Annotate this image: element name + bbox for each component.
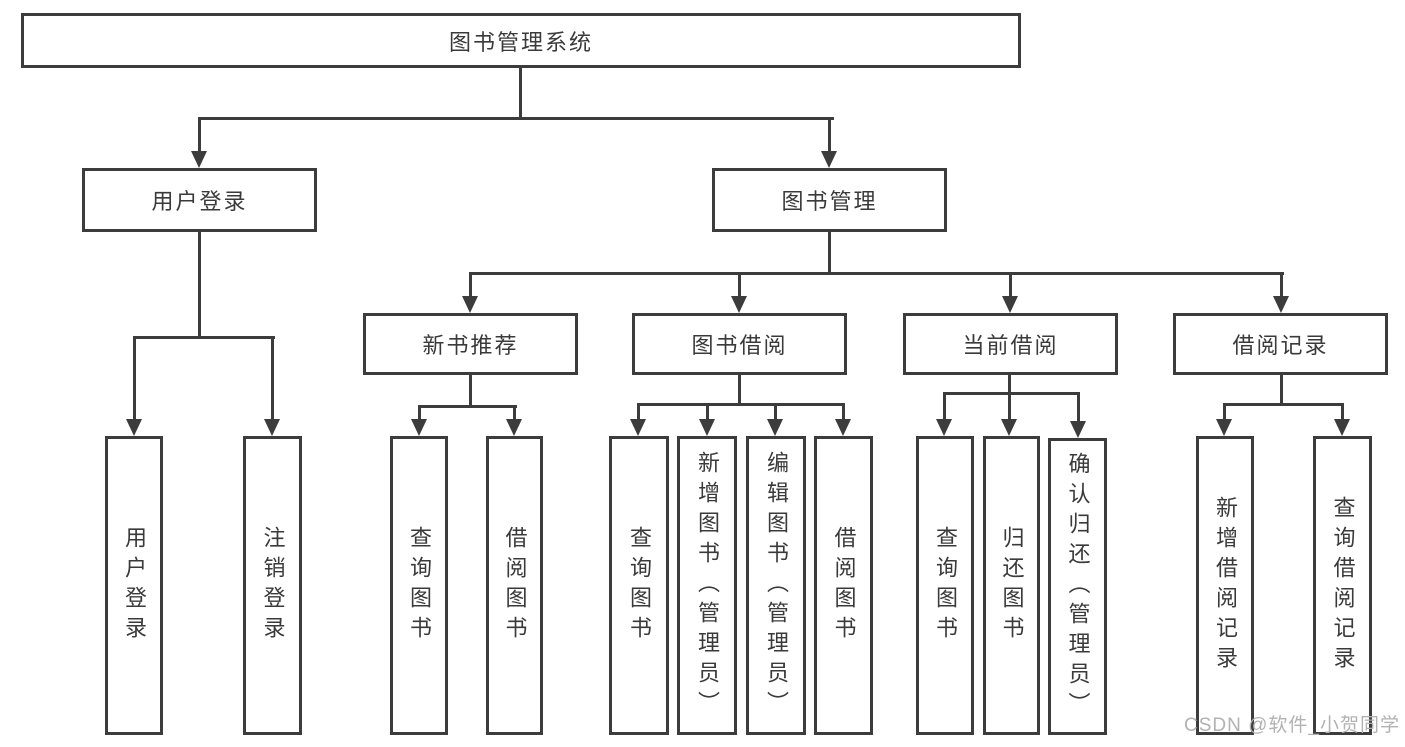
leaf-add-books-admin-label: 新增图书（管理员） bbox=[695, 450, 720, 721]
arrow-down-icon bbox=[767, 419, 783, 436]
leaf-logout: 注销登录 bbox=[243, 436, 302, 735]
connector-line bbox=[133, 336, 136, 422]
arrow-down-icon bbox=[1216, 419, 1232, 436]
node-current-borrow: 当前借阅 bbox=[903, 313, 1118, 375]
node-new-book-recommend-label: 新书推荐 bbox=[422, 333, 519, 358]
node-book-borrow: 图书借阅 bbox=[632, 313, 847, 375]
leaf-borrow-query-books-label: 查询图书 bbox=[627, 525, 652, 646]
node-current-borrow-label: 当前借阅 bbox=[962, 333, 1059, 358]
connector-line bbox=[828, 117, 831, 155]
connector-line bbox=[706, 403, 709, 423]
connector-line bbox=[418, 405, 421, 423]
leaf-edit-books-admin: 编辑图书（管理员） bbox=[746, 436, 806, 735]
connector-line bbox=[1280, 372, 1283, 406]
arrow-down-icon bbox=[630, 419, 646, 436]
leaf-borrow-books: 借阅图书 bbox=[814, 436, 873, 735]
node-book-management-label: 图书管理 bbox=[781, 189, 878, 214]
arrow-down-icon bbox=[1273, 296, 1289, 313]
leaf-return-books: 归还图书 bbox=[983, 436, 1040, 735]
leaf-recommend-query-books-label: 查询图书 bbox=[407, 525, 432, 646]
connector-line bbox=[1077, 392, 1080, 423]
connector-line bbox=[513, 405, 516, 423]
connector-line bbox=[1008, 372, 1011, 396]
arrow-down-icon bbox=[411, 419, 427, 436]
arrow-down-icon bbox=[1070, 421, 1086, 438]
connector-line bbox=[519, 67, 522, 119]
connector-line bbox=[198, 117, 201, 155]
connector-line bbox=[469, 372, 472, 408]
leaf-query-borrow-record: 查询借阅记录 bbox=[1313, 436, 1372, 735]
csdn-watermark: CSDN @软件_小贺同学 bbox=[1184, 715, 1400, 736]
leaf-confirm-return-admin-label: 确认归还（管理员） bbox=[1065, 451, 1091, 722]
connector-line bbox=[198, 229, 201, 339]
arrow-down-icon bbox=[936, 419, 952, 436]
leaf-edit-books-admin-label: 编辑图书（管理员） bbox=[764, 450, 789, 721]
connector-line bbox=[271, 336, 274, 422]
leaf-recommend-query-books: 查询图书 bbox=[390, 436, 448, 735]
node-user-login-label: 用户登录 bbox=[151, 189, 248, 214]
node-root: 图书管理系统 bbox=[21, 13, 1021, 68]
connector-line bbox=[828, 229, 831, 275]
arrow-down-icon bbox=[191, 151, 207, 168]
arrow-down-icon bbox=[1334, 419, 1350, 436]
connector-line bbox=[469, 272, 1284, 275]
leaf-current-query-books-label: 查询图书 bbox=[933, 525, 958, 646]
leaf-recommend-borrow-books-label: 借阅图书 bbox=[502, 525, 528, 646]
connector-line bbox=[842, 403, 845, 423]
leaf-user-login-label: 用户登录 bbox=[122, 525, 147, 646]
leaf-logout-label: 注销登录 bbox=[260, 525, 286, 646]
connector-line bbox=[637, 403, 845, 406]
node-root-label: 图书管理系统 bbox=[448, 29, 593, 55]
arrow-down-icon bbox=[821, 151, 837, 168]
leaf-query-borrow-record-label: 查询借阅记录 bbox=[1330, 495, 1356, 676]
node-borrow-records-label: 借阅记录 bbox=[1232, 333, 1329, 358]
leaf-borrow-books-label: 借阅图书 bbox=[831, 525, 857, 646]
leaf-user-login: 用户登录 bbox=[105, 436, 163, 735]
leaf-add-books-admin: 新增图书（管理员） bbox=[677, 436, 737, 735]
connector-line bbox=[1009, 272, 1012, 299]
arrow-down-icon bbox=[126, 419, 142, 436]
connector-line bbox=[469, 272, 472, 299]
leaf-add-borrow-record: 新增借阅记录 bbox=[1196, 436, 1254, 735]
connector-line bbox=[738, 372, 741, 406]
connector-line bbox=[637, 403, 640, 423]
arrow-down-icon bbox=[731, 296, 747, 313]
connector-line bbox=[1223, 403, 1226, 423]
connector-line bbox=[133, 336, 275, 339]
connector-line bbox=[418, 405, 517, 408]
node-borrow-records: 借阅记录 bbox=[1173, 313, 1388, 375]
node-new-book-recommend: 新书推荐 bbox=[363, 313, 578, 375]
connector-line bbox=[198, 117, 834, 120]
arrow-down-icon bbox=[264, 419, 280, 436]
connector-line bbox=[1008, 392, 1011, 423]
connector-line bbox=[774, 403, 777, 423]
arrow-down-icon bbox=[462, 296, 478, 313]
connector-line bbox=[738, 272, 741, 299]
node-book-borrow-label: 图书借阅 bbox=[691, 333, 788, 358]
leaf-confirm-return-admin: 确认归还（管理员） bbox=[1048, 438, 1107, 735]
arrow-down-icon bbox=[835, 419, 851, 436]
node-book-management: 图书管理 bbox=[712, 168, 947, 232]
connector-line bbox=[943, 392, 1080, 395]
leaf-add-borrow-record-label: 新增借阅记录 bbox=[1213, 495, 1238, 676]
node-user-login: 用户登录 bbox=[82, 168, 317, 232]
leaf-borrow-query-books: 查询图书 bbox=[609, 436, 669, 735]
connector-line bbox=[1280, 272, 1283, 299]
arrow-down-icon bbox=[1001, 419, 1017, 436]
arrow-down-icon bbox=[506, 419, 522, 436]
connector-line bbox=[943, 392, 946, 423]
arrow-down-icon bbox=[699, 419, 715, 436]
arrow-down-icon bbox=[1002, 296, 1018, 313]
connector-line bbox=[1341, 403, 1344, 423]
leaf-return-books-label: 归还图书 bbox=[999, 525, 1025, 646]
leaf-current-query-books: 查询图书 bbox=[916, 436, 974, 735]
leaf-recommend-borrow-books: 借阅图书 bbox=[486, 436, 543, 735]
connector-line bbox=[1223, 403, 1344, 406]
